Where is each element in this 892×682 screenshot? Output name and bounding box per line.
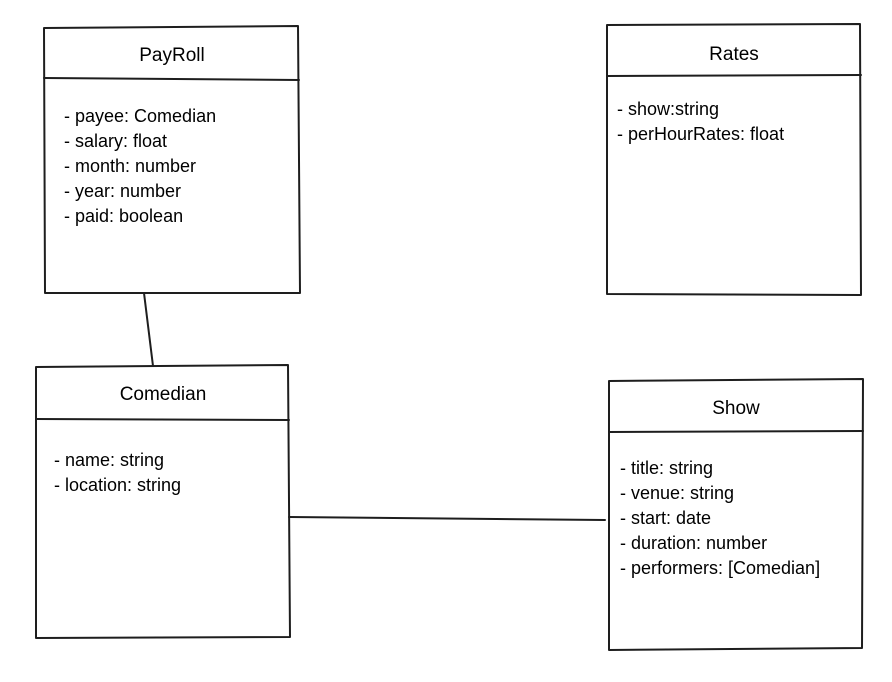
attribute-list-rates: - show:string - perHourRates: float [617, 97, 784, 147]
association-payroll-comedian [143, 292, 154, 367]
class-divider-comedian [35, 418, 290, 421]
attribute-list-comedian: - name: string - location: string [54, 448, 181, 498]
attribute-item: - title: string [620, 458, 714, 478]
attribute-item: - location: string [54, 475, 182, 495]
class-name-show: Show [712, 398, 760, 419]
attribute-list-payroll: - payee: Comedian - salary: float - mont… [64, 104, 216, 229]
class-divider-rates [606, 74, 862, 77]
attribute-item: - year: number [64, 181, 182, 201]
attribute-item: - month: number [64, 156, 197, 176]
attribute-item: - name: string [54, 450, 165, 470]
class-name-comedian: Comedian [119, 384, 207, 405]
association-comedian-show [288, 516, 606, 521]
attribute-item: - perHourRates: float [617, 124, 785, 144]
class-name-payroll: PayRoll [139, 45, 205, 66]
attribute-item: - show:string [617, 99, 720, 119]
attribute-item: - payee: Comedian [64, 106, 217, 126]
attribute-item: - venue: string [620, 483, 735, 503]
class-divider-payroll [43, 77, 300, 81]
class-divider-show [608, 430, 864, 433]
class-name-rates: Rates [709, 44, 759, 65]
attribute-item: - duration: number [620, 533, 768, 553]
attribute-item: - salary: float [64, 131, 168, 151]
attribute-item: - performers: [Comedian] [620, 558, 821, 578]
attribute-item: - start: date [620, 508, 712, 528]
attribute-item: - paid: boolean [64, 206, 184, 226]
attribute-list-show: - title: string - venue: string - start:… [620, 456, 820, 581]
